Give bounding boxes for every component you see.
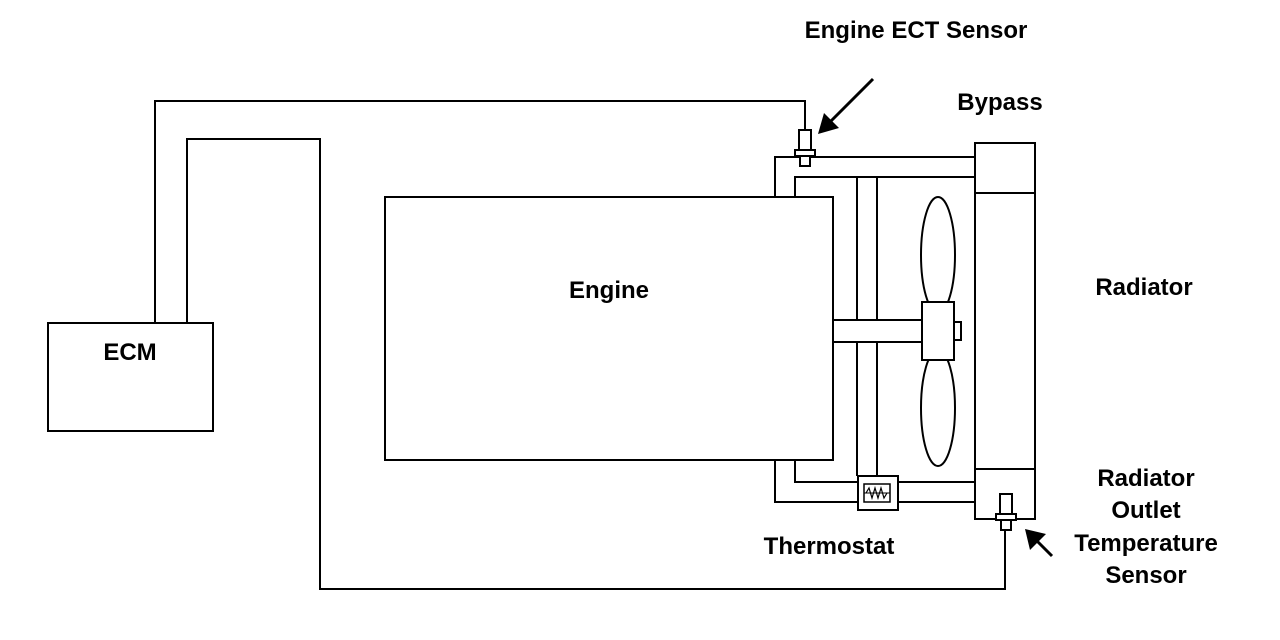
radiator-label: Radiator [1095, 274, 1192, 301]
radiator-outlet-label-line4: Sensor [1105, 562, 1186, 589]
engine-block [384, 196, 834, 461]
radiator-outlet-label-line1: Radiator [1097, 465, 1194, 492]
ect-sensor-wire [154, 100, 806, 323]
fan-hub [921, 301, 955, 361]
fan-blade-lower [920, 349, 956, 467]
ecm-label: ECM [103, 339, 156, 366]
engine-label: Engine [569, 277, 649, 304]
fan-shaft [832, 319, 926, 343]
ect-sensor-arrow [818, 77, 875, 134]
ecm-box [47, 322, 214, 432]
radiator-body [974, 142, 1036, 520]
radiator-outlet-label-line3: Temperature [1074, 530, 1218, 557]
thermostat-icon [857, 475, 899, 511]
lower-outer-pipe-left [774, 460, 858, 503]
outlet-sensor-arrow [1025, 529, 1054, 558]
bypass-label: Bypass [957, 89, 1042, 116]
upper-outer-pipe [774, 156, 975, 197]
lower-inner-pipe-left [794, 460, 858, 483]
upper-inner-pipe [794, 176, 975, 197]
engine-ect-sensor-label: Engine ECT Sensor [805, 17, 1028, 44]
outlet-sensor-wire [186, 138, 1006, 590]
thermostat-label: Thermostat [764, 533, 895, 560]
radiator-outlet-temperature-sensor [995, 493, 1017, 531]
fan-blade-upper [920, 196, 956, 314]
engine-ect-sensor [794, 129, 816, 167]
radiator-outlet-label-line2: Outlet [1111, 497, 1180, 524]
